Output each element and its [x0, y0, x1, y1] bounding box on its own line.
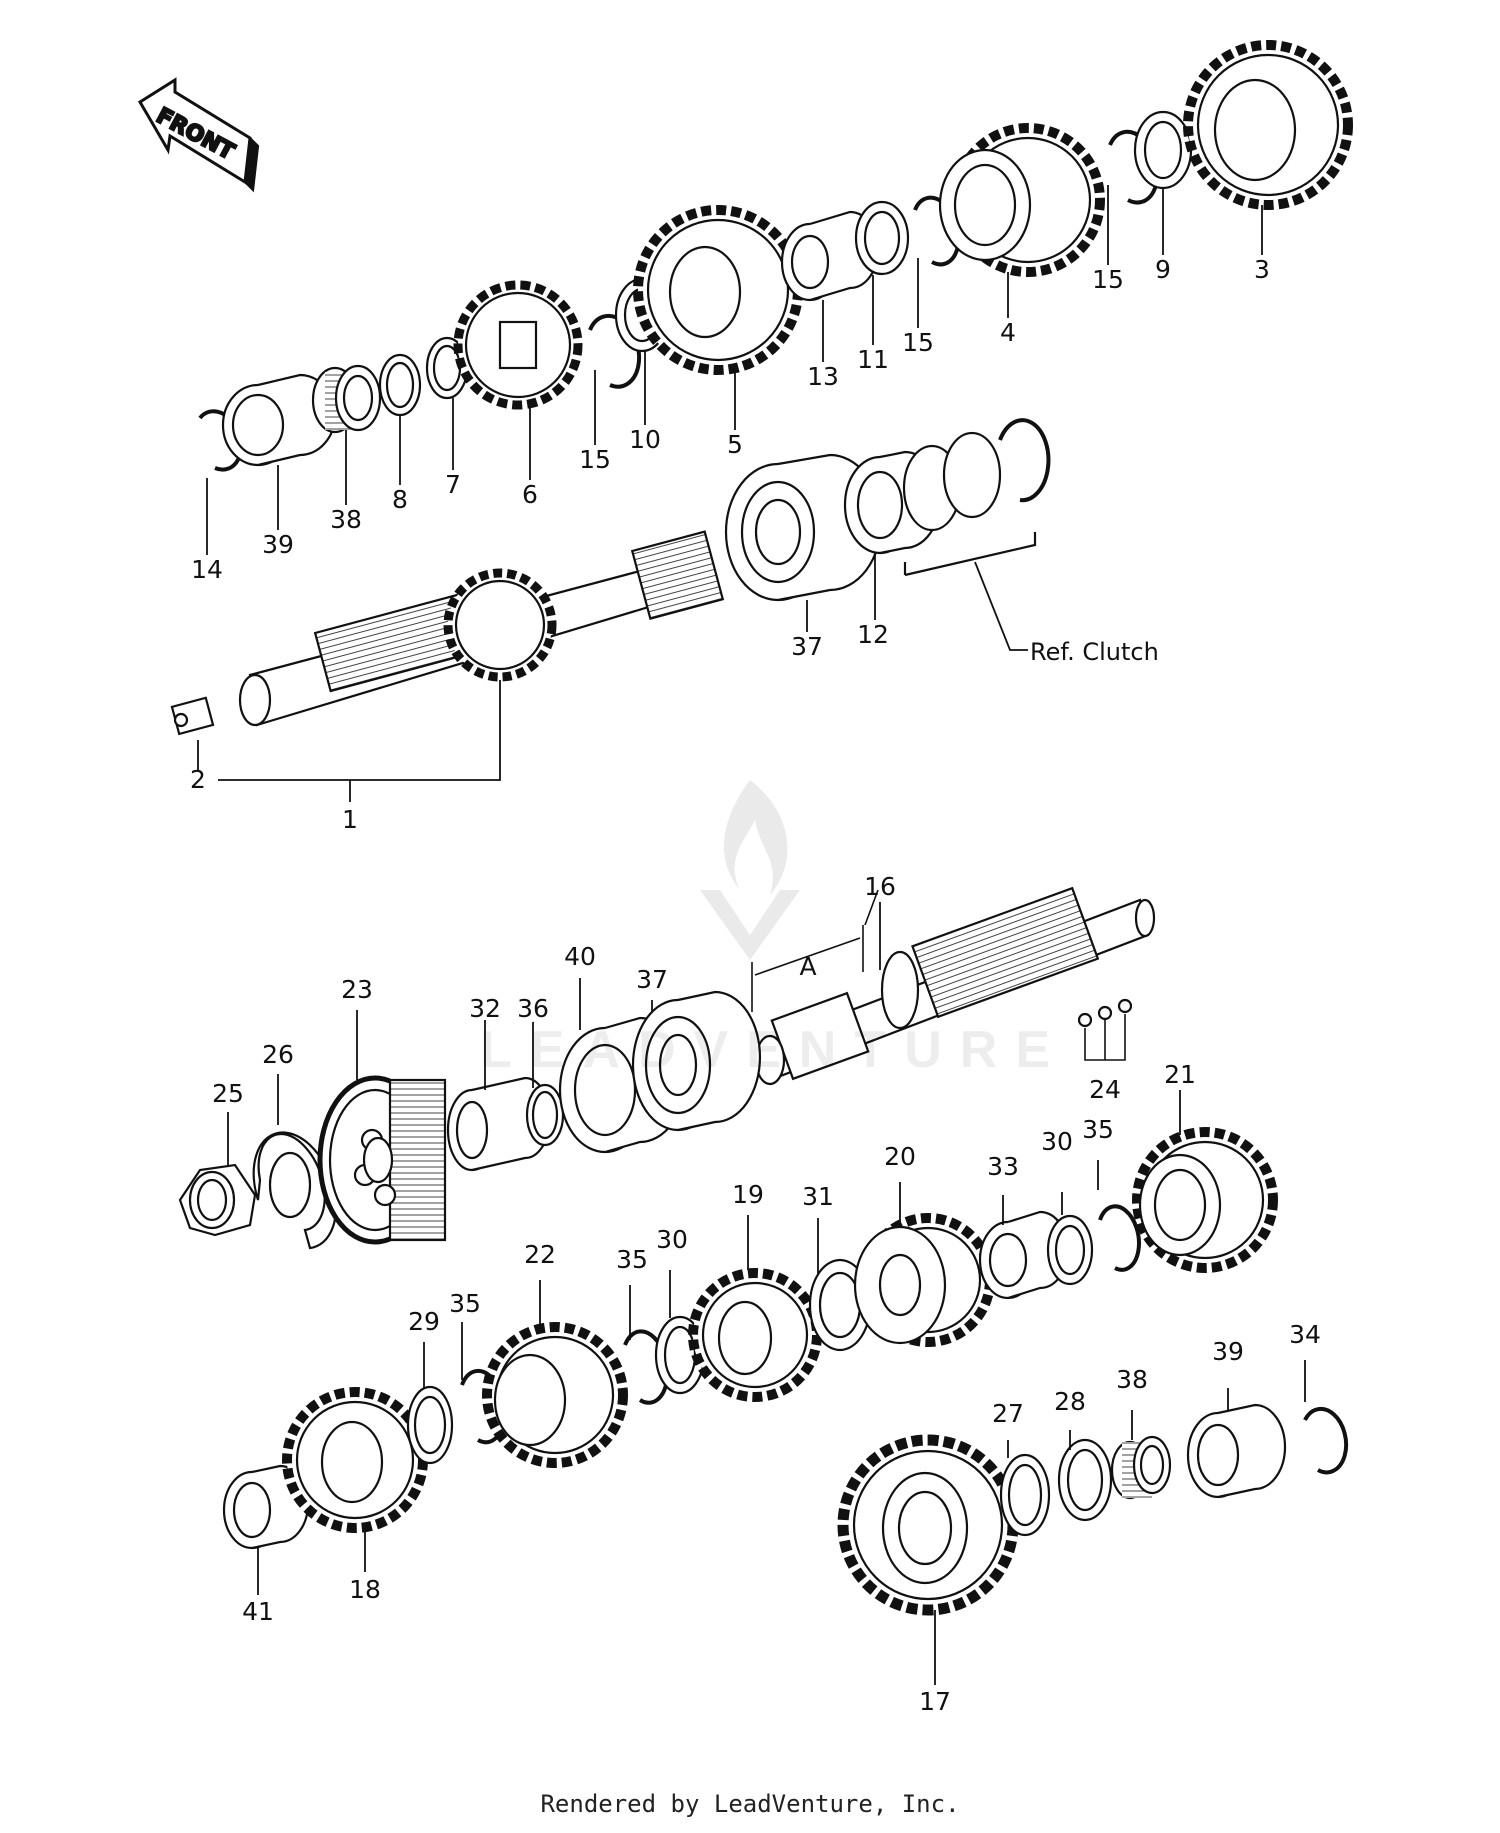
label-25: 25 — [212, 1079, 244, 1108]
label-22: 22 — [524, 1240, 556, 1269]
label-41: 41 — [242, 1597, 274, 1626]
circlip-35-c — [1098, 1204, 1141, 1272]
gear-17 — [837, 1434, 1019, 1616]
leader-lines-upper — [197, 185, 1263, 802]
washer-30-a — [654, 1315, 706, 1395]
bushing-39-lower — [1186, 1403, 1287, 1499]
ref-clutch-note: Ref. Clutch — [1030, 638, 1159, 666]
gear-3 — [1183, 40, 1353, 210]
label-7: 7 — [445, 470, 461, 499]
label-2: 2 — [190, 765, 206, 794]
front-arrow-icon: FRONT — [137, 77, 260, 193]
o-ring-36 — [525, 1083, 565, 1147]
part-labels: 14 39 38 8 7 6 15 10 5 13 11 15 4 15 9 3… — [190, 255, 1321, 1716]
needle-bearing-38 — [311, 364, 382, 434]
bushing-39 — [221, 373, 337, 467]
label-28: 28 — [1054, 1387, 1086, 1416]
label-10: 10 — [629, 425, 661, 454]
label-23: 23 — [341, 975, 373, 1004]
label-26: 26 — [262, 1040, 294, 1069]
label-17: 17 — [919, 1687, 951, 1716]
label-32: 32 — [469, 994, 501, 1023]
washer-30-b — [1046, 1214, 1094, 1286]
label-39: 39 — [262, 530, 294, 559]
label-39-lower: 39 — [1212, 1337, 1244, 1366]
label-14: 14 — [191, 555, 223, 584]
collar-13 — [780, 210, 880, 302]
label-40: 40 — [564, 942, 596, 971]
label-33: 33 — [987, 1152, 1019, 1181]
clutch-ref-rings — [902, 418, 1051, 651]
label-35a: 35 — [449, 1289, 481, 1318]
gear-19 — [688, 1268, 822, 1402]
label-27: 27 — [992, 1399, 1024, 1428]
label-30a: 30 — [656, 1225, 688, 1254]
label-8: 8 — [392, 485, 408, 514]
nut-25 — [178, 1163, 257, 1237]
gear-20 — [853, 1213, 995, 1347]
label-19: 19 — [732, 1180, 764, 1209]
label-21: 21 — [1164, 1060, 1196, 1089]
label-4: 4 — [1000, 318, 1016, 347]
label-38: 38 — [330, 505, 362, 534]
gear-6 — [453, 280, 583, 410]
label-5: 5 — [727, 430, 743, 459]
label-34: 34 — [1289, 1320, 1321, 1349]
label-20: 20 — [884, 1142, 916, 1171]
input-shaft-1 — [238, 530, 725, 727]
washer-29 — [406, 1385, 454, 1465]
label-29: 29 — [408, 1307, 440, 1336]
label-11: 11 — [857, 345, 889, 374]
needle-bearing-38-lower — [1110, 1435, 1172, 1500]
flame-logo-icon — [700, 780, 800, 960]
label-37-lower: 37 — [636, 965, 668, 994]
label-38-lower: 38 — [1116, 1365, 1148, 1394]
gear-22 — [482, 1322, 628, 1468]
label-13: 13 — [807, 362, 839, 391]
label-12: 12 — [857, 620, 889, 649]
label-15b: 15 — [902, 328, 934, 357]
washer-11 — [854, 200, 910, 276]
label-30b: 30 — [1041, 1127, 1073, 1156]
label-15a: 15 — [579, 445, 611, 474]
watermark-text: LEADVENTURE — [480, 1021, 1069, 1079]
washer-28 — [1057, 1438, 1113, 1522]
label-36: 36 — [517, 994, 549, 1023]
gear-18 — [282, 1387, 428, 1533]
bearing-37-lower — [631, 990, 762, 1132]
dimension-a: A — [799, 952, 816, 981]
washer-8 — [378, 353, 422, 417]
bushing-2 — [170, 696, 215, 736]
balls-24 — [1077, 998, 1133, 1061]
label-1: 1 — [342, 805, 358, 834]
washer-9 — [1133, 110, 1193, 190]
gear-4 — [938, 123, 1105, 277]
circlip-34 — [1303, 1406, 1349, 1475]
label-35c: 35 — [1082, 1115, 1114, 1144]
label-37-upper: 37 — [791, 632, 823, 661]
label-6: 6 — [522, 480, 538, 509]
label-9: 9 — [1155, 255, 1171, 284]
label-24: 24 — [1089, 1075, 1121, 1104]
leader-lines-lower — [227, 902, 1306, 1685]
gear-21 — [1132, 1127, 1278, 1273]
sprocket-23 — [317, 1075, 447, 1245]
label-31: 31 — [802, 1182, 834, 1211]
output-shaft-16 — [751, 886, 1156, 1086]
footer-credit: Rendered by LeadVenture, Inc. — [540, 1790, 960, 1818]
lock-washer-26 — [252, 1131, 338, 1250]
label-18: 18 — [349, 1575, 381, 1604]
label-15c: 15 — [1092, 265, 1124, 294]
label-3: 3 — [1254, 255, 1270, 284]
label-16: 16 — [864, 872, 896, 901]
washer-27 — [999, 1453, 1051, 1537]
gear-5 — [633, 205, 803, 375]
label-35b: 35 — [616, 1245, 648, 1274]
